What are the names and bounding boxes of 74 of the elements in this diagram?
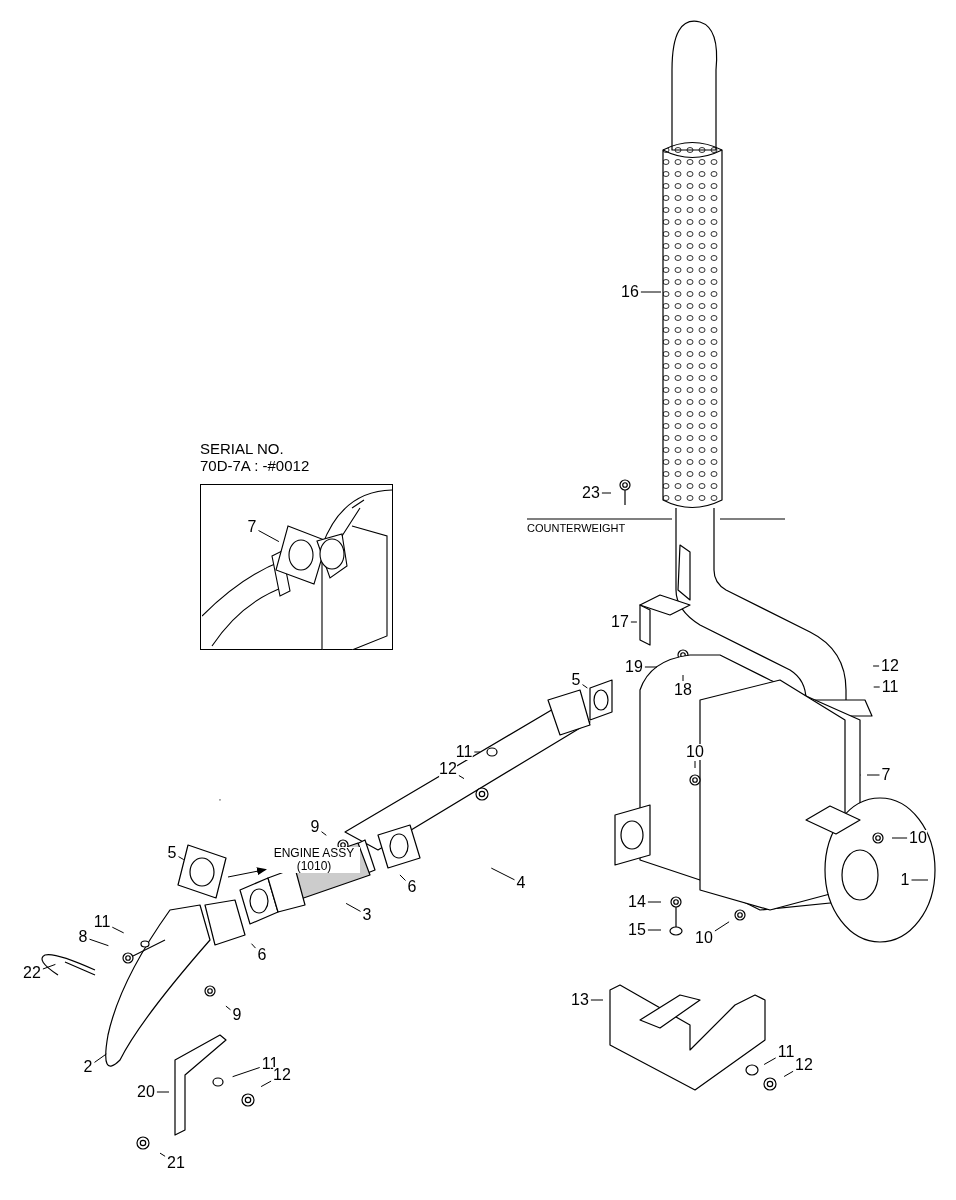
- leader-line: [783, 1070, 794, 1077]
- callout-number: 15: [628, 922, 646, 938]
- leader-line: [89, 938, 109, 947]
- leader-line: [321, 831, 327, 836]
- callout-number: 16: [621, 284, 639, 300]
- callout-number: 12: [881, 658, 899, 674]
- callout-number: 11: [455, 744, 473, 760]
- callout-number: 12: [273, 1067, 291, 1083]
- callout-number: 11: [777, 1044, 795, 1060]
- callout-number: 1: [900, 872, 910, 888]
- reference-label: COUNTERWEIGHT: [527, 522, 626, 534]
- leader-line: [891, 837, 908, 839]
- leader-line: [458, 775, 465, 780]
- callout-number: 7: [247, 519, 257, 535]
- callout-number: 23: [582, 485, 600, 501]
- leader-line: [111, 926, 125, 934]
- callout-number: 21: [167, 1155, 185, 1171]
- leader-line: [42, 963, 56, 970]
- callout-number: 2: [83, 1059, 93, 1075]
- leader-line: [872, 665, 880, 667]
- callout-number: 18: [674, 682, 692, 698]
- leader-line: [345, 902, 361, 912]
- leader-line: [590, 999, 604, 1001]
- leader-line: [714, 921, 730, 932]
- callout-number: 5: [571, 672, 581, 688]
- leader-line: [682, 674, 684, 682]
- callout-number: 14: [628, 894, 646, 910]
- leader-line: [490, 867, 515, 881]
- inset-heading: SERIAL NO. 70D-7A : -#0012: [200, 440, 311, 474]
- callout-number: 19: [625, 659, 643, 675]
- leader-line: [640, 291, 662, 293]
- callout-number: 6: [257, 947, 267, 963]
- callout-number: 12: [795, 1057, 813, 1073]
- callout-number: 22: [23, 965, 41, 981]
- callout-number: 10: [695, 930, 713, 946]
- leader-line: [159, 1152, 166, 1157]
- leader-line: [232, 1067, 261, 1078]
- leader-line: [251, 943, 256, 949]
- leader-line: [647, 929, 662, 931]
- leader-line: [644, 666, 658, 668]
- callout-number: 11: [93, 914, 111, 930]
- leader-line: [260, 1080, 272, 1088]
- callout-number: 5: [167, 845, 177, 861]
- leader-line: [473, 751, 481, 753]
- leader-line: [694, 760, 696, 769]
- leader-line: [763, 1057, 777, 1065]
- arrow: [227, 867, 267, 878]
- leader-line: [582, 684, 588, 689]
- callout-number: 10: [909, 830, 927, 846]
- leader-line: [630, 621, 638, 623]
- callout-number: 17: [611, 614, 629, 630]
- leader-line: [873, 686, 881, 688]
- callout-number: 3: [362, 907, 372, 923]
- leader-line: [225, 1005, 231, 1011]
- leader-line: [911, 879, 929, 881]
- leader-line: [258, 530, 280, 543]
- callout-number: 10: [686, 744, 704, 760]
- leader-line: [94, 1053, 107, 1063]
- leader-line: [647, 901, 662, 903]
- callout-number: 9: [310, 819, 320, 835]
- callout-number: 6: [407, 879, 417, 895]
- callout-number: 12: [439, 761, 457, 777]
- leader-line: [601, 492, 612, 494]
- leader-line: [178, 856, 185, 861]
- leader-line: [399, 874, 406, 881]
- callout-number: 4: [516, 875, 526, 891]
- callout-number: 11: [881, 679, 899, 695]
- callout-number: 13: [571, 992, 589, 1008]
- callout-number: 8: [78, 929, 88, 945]
- leader-line: [156, 1091, 170, 1093]
- callout-number: 9: [232, 1007, 242, 1023]
- callout-number: 20: [137, 1084, 155, 1100]
- leader-line: [866, 774, 880, 776]
- callout-number: 7: [881, 767, 891, 783]
